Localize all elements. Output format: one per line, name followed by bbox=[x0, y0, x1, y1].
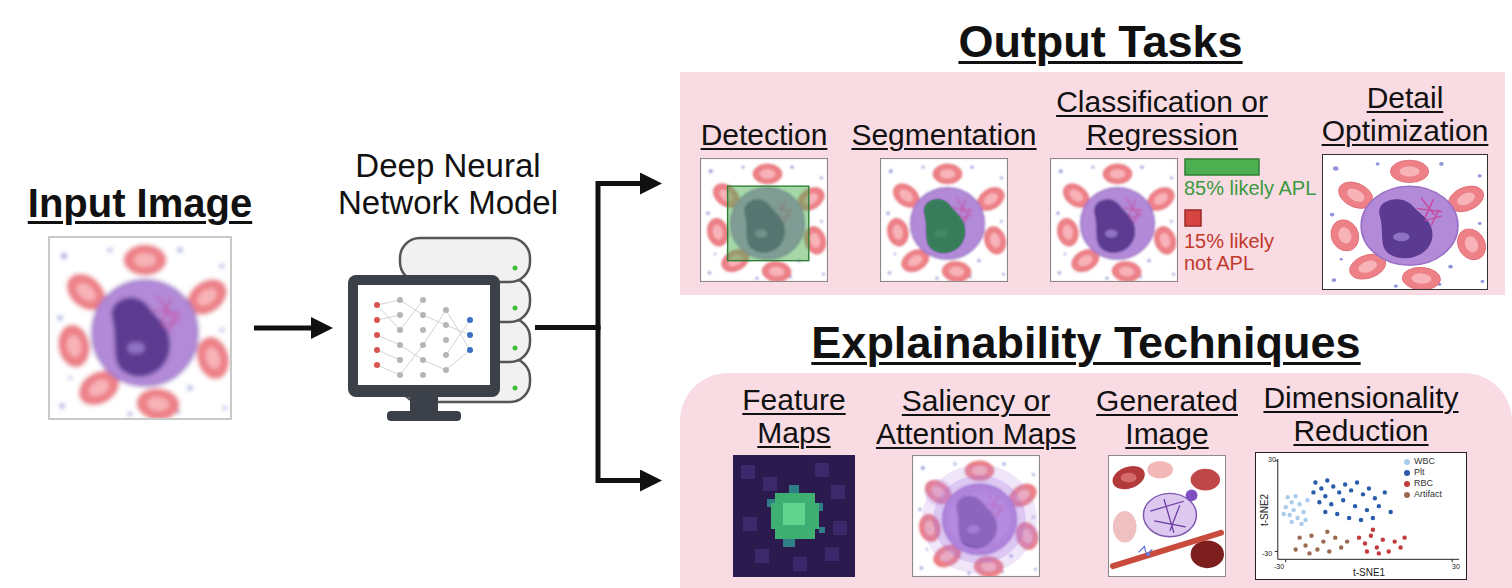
neural-network-computer: Deep Neural Network Model bbox=[345, 230, 535, 425]
legend-label: Plt bbox=[1414, 468, 1425, 477]
axis-title: t-SNE2 bbox=[1260, 494, 1270, 526]
axis-title-holder: t-SNE1 bbox=[1353, 568, 1385, 578]
classification-image: Classification or Regression bbox=[1050, 158, 1178, 282]
task-heading-block: Detail Optimization bbox=[1313, 81, 1497, 147]
legend-entry: RBC bbox=[1404, 478, 1433, 489]
tsne-plot-art bbox=[1256, 453, 1466, 579]
section-heading-block: Input Image bbox=[5, 180, 275, 226]
task-heading: Detection bbox=[664, 118, 864, 151]
segmentation-image-art-graphic bbox=[881, 159, 1007, 281]
detail-optimization-image-art bbox=[1323, 155, 1487, 289]
flow-arrow bbox=[535, 328, 648, 481]
technique-heading-block: Saliency or Attention Maps bbox=[869, 384, 1083, 450]
saliency-map-image-art-graphic bbox=[913, 456, 1039, 576]
detection-image: Detection bbox=[700, 158, 828, 282]
technique-heading: Feature Maps bbox=[719, 383, 869, 449]
legend-entry: Plt bbox=[1404, 467, 1425, 478]
probability-label: 85% likely APL bbox=[1184, 178, 1316, 198]
input-image-frame: Input Image bbox=[48, 236, 232, 420]
legend-label: WBC bbox=[1414, 457, 1435, 466]
technique-heading: Dimensionality Reduction bbox=[1254, 381, 1468, 447]
legend-swatch bbox=[1404, 459, 1410, 465]
detection-image-art-graphic bbox=[701, 159, 827, 281]
output-tasks-panel: Output TasksDetectionSegmentationClassif… bbox=[680, 72, 1505, 295]
segmentation-image: Segmentation bbox=[880, 158, 1008, 282]
legend-swatch bbox=[1404, 481, 1410, 487]
saliency-map-image: Saliency or Attention Maps bbox=[912, 455, 1040, 577]
neural-network-computer-art bbox=[345, 230, 535, 425]
legend-swatch bbox=[1404, 492, 1410, 498]
saliency-map-image-art bbox=[913, 456, 1039, 576]
tsne-plot: Dimensionality Reductiont-SNE2t-SNE130-3… bbox=[1255, 452, 1467, 580]
task-heading-block: Classification or Regression bbox=[1046, 85, 1278, 151]
neural-network-computer-art-graphic bbox=[348, 238, 530, 421]
detail-optimization-image-art-graphic bbox=[1323, 155, 1487, 289]
task-heading: Classification or Regression bbox=[1046, 85, 1278, 151]
axis-tick-holder: -30 bbox=[1274, 563, 1284, 570]
input-image-frame-art-graphic bbox=[50, 238, 230, 418]
task-heading-block: Detection bbox=[664, 118, 864, 151]
axis-tick: 30 bbox=[1268, 456, 1276, 463]
segmentation-image-art bbox=[881, 159, 1007, 281]
tsne-plot-art-graphic bbox=[1256, 453, 1466, 579]
section-heading-block: Explainability Techniques bbox=[766, 317, 1406, 369]
technique-heading: Generated Image bbox=[1087, 384, 1247, 450]
classification-image-art bbox=[1051, 159, 1177, 281]
feature-map-image: Feature Maps bbox=[733, 455, 855, 577]
detail-optimization-image: Detail Optimization bbox=[1322, 154, 1488, 290]
legend-entry: Artifact bbox=[1404, 489, 1442, 500]
generated-image-art bbox=[1109, 456, 1225, 576]
task-heading: Segmentation bbox=[839, 118, 1049, 151]
connector-group bbox=[254, 184, 648, 481]
feature-map-image-art-graphic bbox=[733, 455, 855, 577]
axis-tick: -30 bbox=[1274, 563, 1284, 570]
model-label: Deep Neural Network Model bbox=[323, 148, 573, 222]
detection-image-art bbox=[701, 159, 827, 281]
axis-tick-holder: -30 bbox=[1262, 550, 1272, 557]
axis-tick-holder: 30 bbox=[1268, 456, 1276, 463]
axis-title: t-SNE1 bbox=[1353, 568, 1385, 578]
probability-label-holder: 15% likely not APL bbox=[1184, 230, 1299, 274]
generated-image: Generated Image bbox=[1108, 455, 1226, 577]
flow-arrow bbox=[254, 326, 319, 331]
legend-entry: WBC bbox=[1404, 456, 1435, 467]
probability-label-holder: 85% likely APL bbox=[1184, 178, 1316, 198]
technique-heading-block: Feature Maps bbox=[719, 383, 869, 449]
legend-label: RBC bbox=[1414, 479, 1433, 488]
axis-tick: 30 bbox=[1452, 563, 1460, 570]
task-heading-block: Segmentation bbox=[839, 118, 1049, 151]
legend-swatch bbox=[1404, 470, 1410, 476]
model-label-block: Deep Neural Network Model bbox=[323, 148, 573, 222]
axis-tick: -30 bbox=[1262, 550, 1272, 557]
section-heading: Output Tasks bbox=[871, 16, 1331, 68]
technique-heading: Saliency or Attention Maps bbox=[869, 384, 1083, 450]
explainability-panel: Explainability TechniquesFeature MapsSal… bbox=[680, 373, 1512, 588]
technique-heading-block: Generated Image bbox=[1087, 384, 1247, 450]
task-heading: Detail Optimization bbox=[1313, 81, 1497, 147]
axis-title-holder: t-SNE2 bbox=[1260, 494, 1270, 526]
section-heading-block: Output Tasks bbox=[871, 16, 1331, 68]
probability-label: 15% likely not APL bbox=[1184, 230, 1299, 274]
technique-heading-block: Dimensionality Reduction bbox=[1254, 381, 1468, 447]
feature-map-image-art bbox=[733, 455, 855, 577]
section-heading: Explainability Techniques bbox=[766, 317, 1406, 369]
generated-image-art-graphic bbox=[1109, 456, 1225, 576]
input-image-frame-art bbox=[50, 238, 230, 418]
classification-image-art-graphic bbox=[1051, 159, 1177, 281]
axis-tick-holder: 30 bbox=[1452, 563, 1460, 570]
section-heading: Input Image bbox=[5, 180, 275, 226]
legend-label: Artifact bbox=[1414, 490, 1442, 499]
